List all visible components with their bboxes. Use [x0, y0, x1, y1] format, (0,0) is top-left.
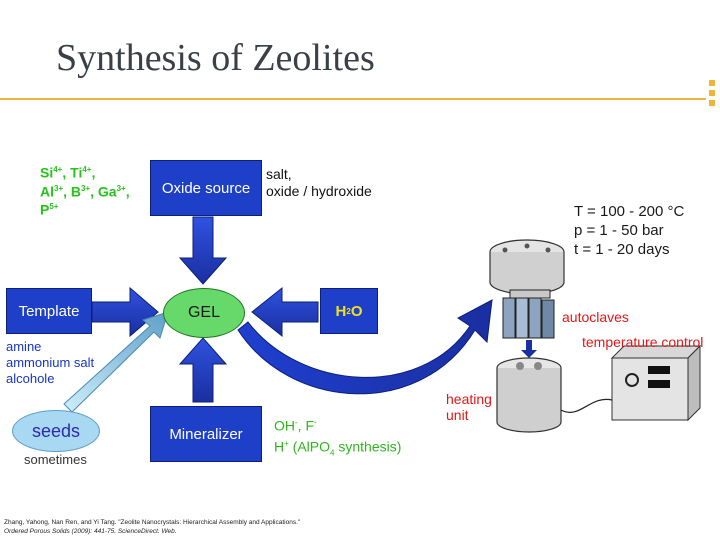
accent-square-3 [709, 100, 715, 106]
arrow-mineralizer-to-gel [178, 337, 228, 403]
mineralizer-f: , F [297, 417, 315, 434]
label-heating-unit: heating unit [446, 391, 492, 423]
reaction-conditions: T = 100 - 200 °C p = 1 - 50 bar t = 1 - … [574, 202, 684, 259]
template-item-ammonium-salt: ammonium salt [6, 355, 95, 370]
template-label: Template [18, 302, 80, 320]
ion-ga-charge: 3+ [116, 183, 126, 193]
water-o: O [350, 302, 363, 320]
ion-ti-charge: 4+ [82, 165, 92, 174]
mineralizer-box: Mineralizer [150, 406, 262, 462]
reference-line-1: Zhang, Yahong, Nan Ren, and Yi Tang. "Ze… [4, 519, 301, 526]
ion-si: Si [40, 164, 54, 181]
label-temperature-control: temperature control [582, 334, 704, 350]
condition-time: t = 1 - 20 days [574, 241, 670, 258]
oxide-ions: Si4+, Ti4+, Al3+, B3+, Ga3+, P5+ [40, 162, 130, 218]
ion-ga-tail: , [125, 183, 130, 200]
mineralizer-oh: OH [274, 417, 295, 434]
reference-line-2: Ordered Porous Solids (2009): 441-75. Sc… [4, 528, 177, 535]
arrow-gel-to-autoclaves [237, 299, 493, 395]
arrow-oxide-to-gel [178, 216, 228, 285]
ion-ti: , Ti [62, 164, 83, 181]
template-item-amine: amine [6, 339, 42, 354]
accent-square-1 [709, 80, 715, 86]
label-heating: heating [446, 391, 492, 407]
seeds-label: seeds [31, 420, 81, 441]
mineralizer-h: H [274, 438, 285, 455]
gel-label: GEL [187, 304, 220, 321]
condition-pressure: p = 1 - 50 bar [574, 222, 664, 239]
template-box: Template [6, 288, 92, 334]
gel-node: GEL [163, 288, 245, 338]
mineralizer-label: Mineralizer [169, 425, 243, 443]
oxide-source-forms: salt, oxide / hydroxide [266, 166, 372, 200]
ion-b: , B [63, 183, 82, 200]
arrow-water-to-gel [251, 286, 319, 338]
arrow-autoclaves-to-heater [521, 340, 537, 358]
title-divider [0, 98, 706, 100]
arrow-template-to-gel [91, 286, 159, 338]
mineralizer-h-charge: + [284, 438, 289, 448]
reference-citation: Zhang, Yahong, Nan Ren, and Yi Tang. "Ze… [4, 518, 300, 536]
mineralizer-oh-charge: - [295, 418, 298, 427]
label-autoclaves: autoclaves [562, 309, 629, 325]
water-subscript: 2 [346, 306, 351, 316]
ion-al: Al [40, 183, 54, 200]
label-unit: unit [446, 407, 469, 423]
mineralizer-alpo-tail: synthesis) [334, 438, 402, 455]
template-examples: amine ammonium salt alcohole [6, 339, 94, 387]
accent-square-2 [709, 90, 715, 96]
temperature-controller-icon [610, 344, 702, 422]
oxide-source-label: Oxide source [161, 179, 251, 197]
oxide-form-hydroxide: oxide / hydroxide [266, 183, 372, 199]
oxide-source-box: Oxide source [150, 160, 262, 216]
mineralizer-f-charge: - [314, 418, 317, 427]
heater-cable [560, 398, 613, 413]
condition-temperature: T = 100 - 200 °C [574, 203, 685, 220]
ion-al-charge: 3+ [54, 183, 64, 193]
water-h: H [335, 302, 347, 320]
oxide-form-salt: salt, [266, 166, 292, 182]
ion-ti-tail: , [91, 164, 96, 181]
ion-ga: , Ga [90, 183, 117, 200]
seeds-note: sometimes [24, 452, 87, 467]
mineralizer-alpo-subscript: 4 [330, 448, 335, 458]
mineralizer-alpo: (AlPO [288, 438, 331, 455]
heating-unit-icon [496, 357, 562, 433]
ion-si-charge: 4+ [53, 165, 63, 174]
template-item-alcohole: alcohole [6, 371, 55, 386]
ion-p-charge: 5+ [49, 202, 59, 212]
ion-p: P [40, 201, 50, 218]
arrow-seeds-to-gel [63, 311, 169, 413]
mineralizer-species: OH-, F- H+ (AlPO4 synthesis) [274, 414, 401, 461]
seeds-node: seeds [12, 410, 100, 452]
autoclave-lid-icon [489, 239, 565, 295]
autoclaves-icon [502, 289, 555, 339]
ion-b-charge: 3+ [81, 183, 91, 193]
slide-title: Synthesis of Zeolites [56, 37, 375, 79]
